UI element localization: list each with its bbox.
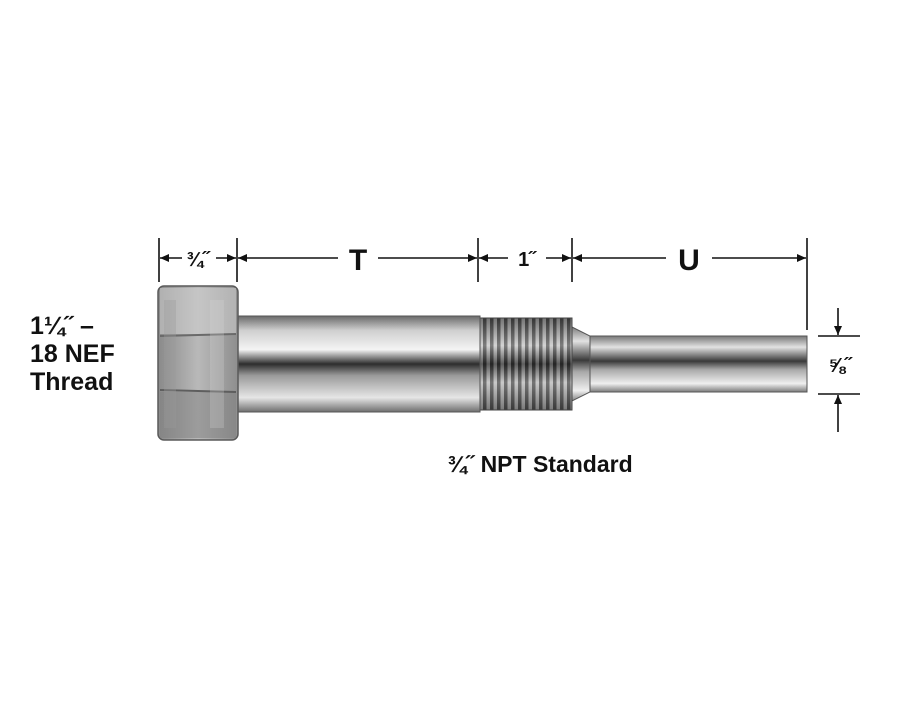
- shank-taper: [569, 325, 591, 403]
- npt-caption: ¾˝ NPT Standard: [447, 451, 632, 477]
- u-length-label: U: [678, 244, 700, 277]
- hex-head: [157, 285, 239, 441]
- tip-diameter-label: ⅝˝: [828, 355, 853, 377]
- thermowell-body: [157, 285, 808, 441]
- t-length-label: T: [349, 244, 367, 277]
- main-shaft: [235, 315, 481, 413]
- thread-label-line3: Thread: [30, 368, 113, 396]
- thread-label-line2: 18 NEF: [30, 340, 115, 368]
- npt-length-label: 1˝: [518, 249, 537, 271]
- thread-label-line1: 1¼˝ –: [30, 312, 94, 340]
- dimension-lines: [158, 238, 860, 432]
- hex-width-label: ¾˝: [186, 249, 211, 271]
- tip-shank: [574, 335, 808, 393]
